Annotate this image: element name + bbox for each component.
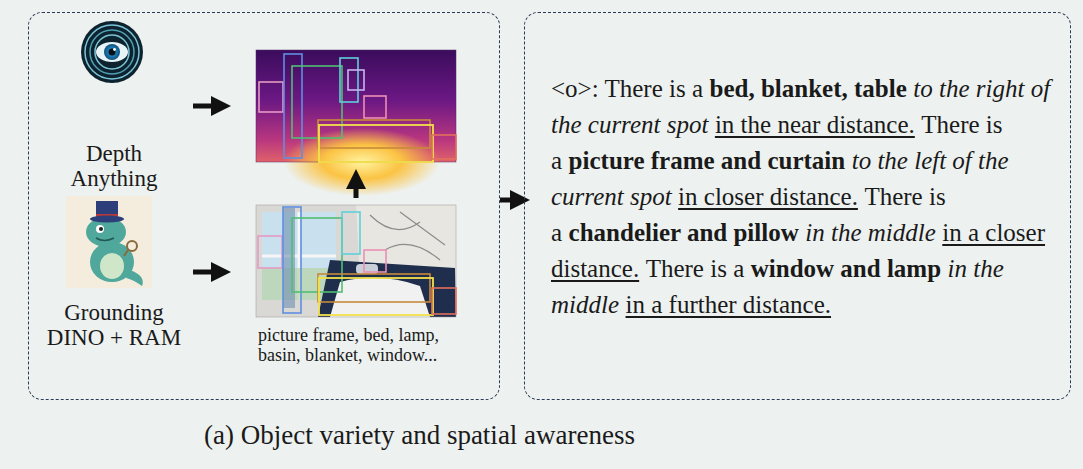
bbox xyxy=(284,54,302,158)
description-paragraph: <o>: There is abed, blanket, tableto the… xyxy=(551,71,1051,323)
plain-text: <o>: There is a xyxy=(551,75,703,102)
dino-tail xyxy=(126,270,143,286)
logo-ground xyxy=(66,196,152,288)
bbox xyxy=(348,70,364,90)
eye-white xyxy=(96,42,128,62)
eye-iris xyxy=(104,44,120,60)
object-names: chandelier and pillow xyxy=(569,219,799,246)
plain-text: There is a xyxy=(646,255,745,282)
logo-ring xyxy=(95,35,129,69)
bbox xyxy=(340,58,358,102)
magnifier-handle xyxy=(124,250,128,256)
pipeline-panel: Depth AnythingGrounding DINO + RAM pictur… xyxy=(28,12,500,400)
distance-phrase: in the near distance. xyxy=(715,111,915,138)
dino-pupil xyxy=(99,227,103,231)
logo-ring xyxy=(85,25,139,79)
bed xyxy=(318,260,456,317)
blanket xyxy=(330,278,430,317)
figure-caption: (a) Object variety and spatial awareness xyxy=(204,420,635,451)
eye-highlight xyxy=(113,48,116,51)
bbox xyxy=(342,212,360,254)
tag-list: picture frame, bed, lamp, basin, blanket… xyxy=(258,326,440,366)
depth-frame xyxy=(256,50,456,162)
object-names: bed, blanket, table xyxy=(710,75,907,102)
eye-pupil xyxy=(109,49,116,56)
bbox xyxy=(432,135,456,159)
logo-ring xyxy=(90,30,134,74)
model-name: Grounding DINO + RAM xyxy=(39,300,189,351)
flow-arrow xyxy=(193,270,222,275)
dino-belly xyxy=(100,253,124,279)
photo-frame xyxy=(256,205,456,317)
hat-brim xyxy=(90,216,124,223)
model-name: Depth Anything xyxy=(49,141,179,192)
object-names: window and lamp xyxy=(751,255,941,282)
bbox xyxy=(292,66,342,138)
dino-mouth xyxy=(96,238,114,241)
dino-eye xyxy=(96,225,104,233)
logo-disc xyxy=(81,21,143,83)
bedroom-photo xyxy=(256,205,456,317)
direction-phrase: in the middle xyxy=(805,219,936,246)
bbox xyxy=(364,250,386,272)
flow-arrow xyxy=(500,198,521,203)
bbox xyxy=(292,218,342,292)
description-panel: <o>: There is abed, blanket, tableto the… xyxy=(524,12,1071,400)
bbox xyxy=(319,278,433,315)
curtain xyxy=(283,208,295,308)
bbox xyxy=(319,125,433,162)
bbox xyxy=(364,96,386,118)
magnifier xyxy=(127,241,137,251)
bbox xyxy=(432,288,456,314)
depth-anything-logo xyxy=(81,21,143,83)
depth-map xyxy=(256,50,456,196)
flow-arrow xyxy=(193,104,222,109)
flow-arrow xyxy=(354,178,359,198)
bbox xyxy=(258,236,282,268)
object-names: picture frame and curtain xyxy=(569,147,846,174)
bbox xyxy=(259,82,283,112)
photo-wall xyxy=(256,205,456,317)
distance-phrase: in a further distance. xyxy=(626,291,831,318)
distance-phrase: in closer distance. xyxy=(678,183,858,210)
grounding-dino-logo xyxy=(66,196,152,288)
